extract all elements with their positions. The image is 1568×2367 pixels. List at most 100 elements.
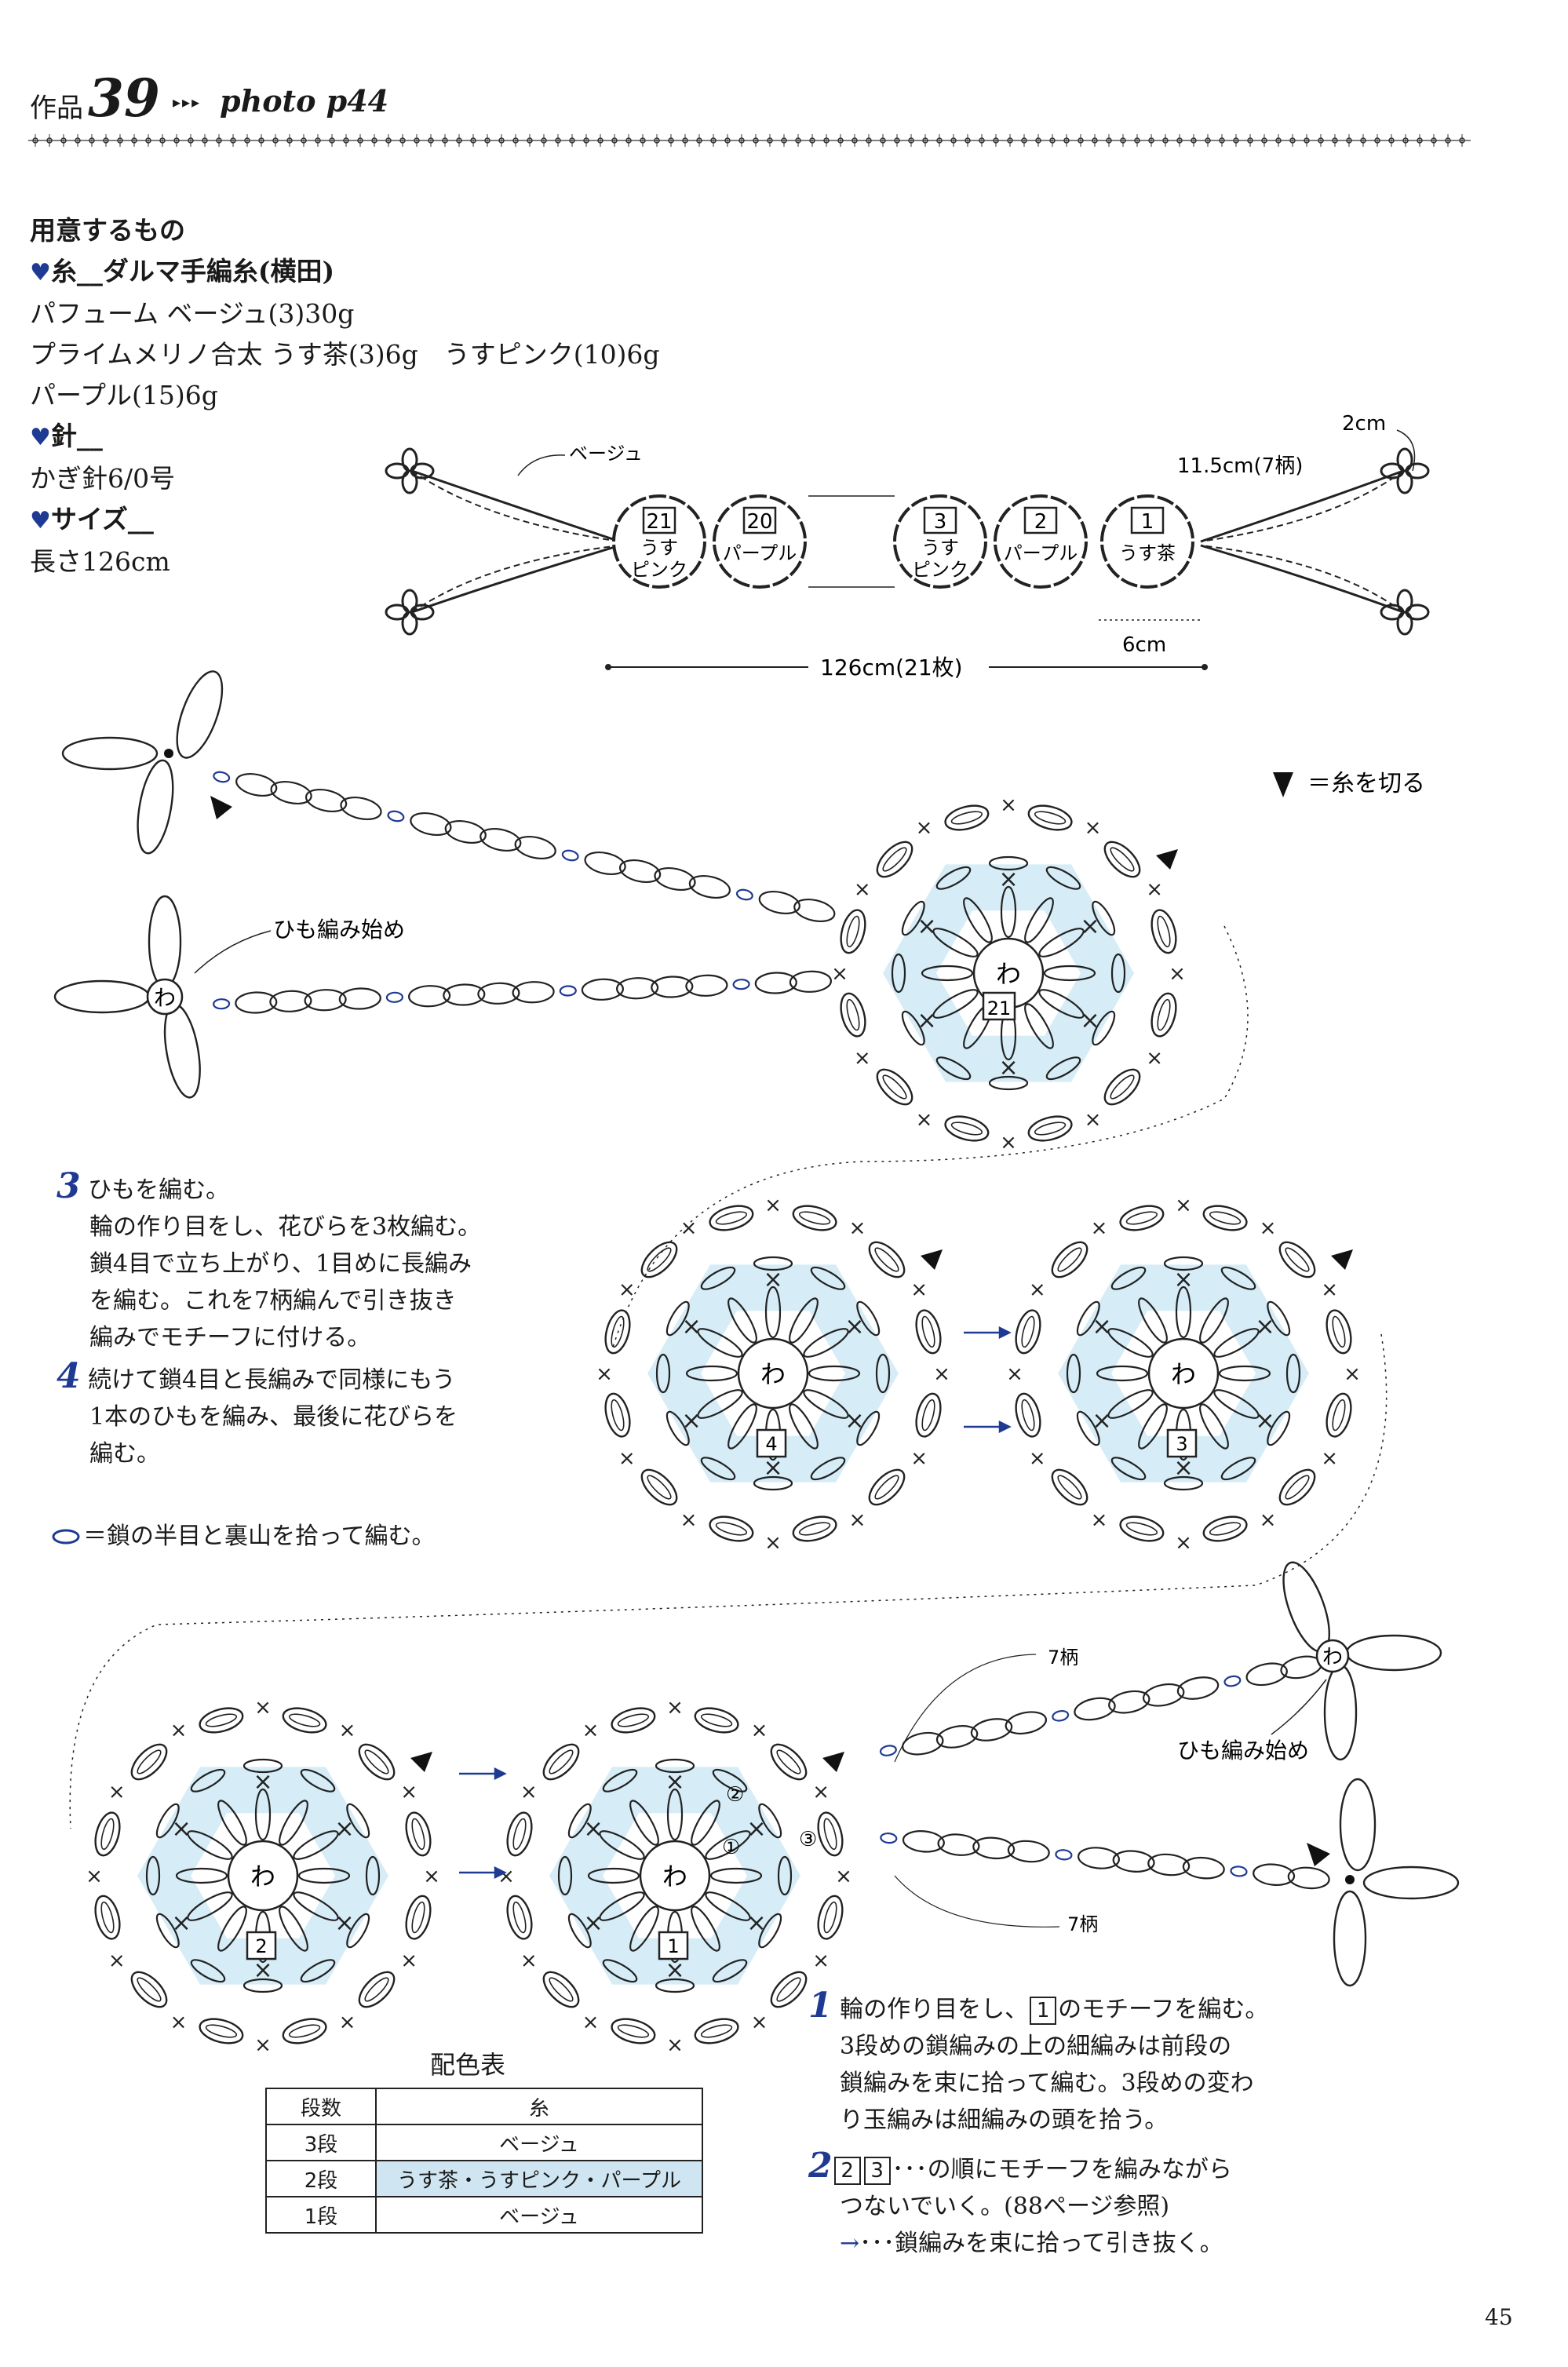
sc-mark: × bbox=[666, 1696, 684, 1720]
sc-mark: × bbox=[498, 1865, 515, 1888]
cluster-mark bbox=[611, 2018, 656, 2044]
cluster-mark bbox=[506, 1895, 533, 1940]
cluster-mark bbox=[411, 1818, 425, 1851]
cluster-mark bbox=[647, 1475, 672, 1500]
table-header: 段数 bbox=[265, 2088, 377, 2125]
sc-mark: × bbox=[86, 1865, 103, 1888]
sc-mark: × bbox=[1260, 1216, 1277, 1240]
table-cell: ベージュ bbox=[375, 2196, 703, 2234]
join-arrows bbox=[459, 1326, 1012, 1880]
cluster-mark bbox=[617, 1713, 650, 1727]
sc-mark: × bbox=[812, 1949, 830, 1973]
sc-mark: × bbox=[1000, 1131, 1017, 1154]
chain-stitch bbox=[340, 796, 382, 821]
sc-mark: × bbox=[682, 1313, 702, 1340]
cluster-mark bbox=[1119, 1515, 1165, 1542]
stitch-mark bbox=[1038, 989, 1085, 1019]
flower-icon bbox=[385, 447, 435, 494]
sc-mark: × bbox=[1255, 1313, 1274, 1340]
chain-stitch bbox=[654, 866, 696, 892]
cluster-mark bbox=[882, 847, 907, 872]
sc-mark: × bbox=[1092, 1407, 1112, 1435]
chain-stitch bbox=[584, 851, 626, 876]
ring-label: わ bbox=[760, 1359, 786, 1389]
table-cell: 2段 bbox=[265, 2160, 377, 2197]
stitch-mark bbox=[279, 1800, 308, 1846]
cluster-mark bbox=[617, 2024, 650, 2038]
cluster-mark bbox=[130, 1743, 168, 1781]
cluster-mark bbox=[709, 1205, 754, 1231]
stitch-mark bbox=[655, 1758, 695, 1774]
motif-number: 1 bbox=[1141, 510, 1154, 534]
ring-label: わ bbox=[996, 959, 1021, 989]
cluster-mark bbox=[1021, 1399, 1035, 1432]
cluster-mark bbox=[876, 841, 913, 878]
flower-icon bbox=[385, 589, 435, 636]
step-3: 3 ひもを編む。 輪の作り目をし、花びらを3枚編む。 鎖4目で立ち上がり、1目め… bbox=[57, 1168, 481, 1356]
needle-line: かぎ針6/0号 bbox=[30, 463, 176, 494]
stitch-mark bbox=[1138, 1403, 1168, 1450]
stitch-mark bbox=[810, 1266, 846, 1290]
cluster-mark bbox=[770, 1743, 808, 1781]
chain-stitch bbox=[235, 772, 278, 797]
overview-motif: 20 パープル bbox=[713, 494, 807, 589]
sc-mark: × bbox=[1080, 1007, 1099, 1034]
cluster-mark bbox=[137, 1977, 162, 2002]
stitch-mark bbox=[155, 1913, 180, 1949]
string-chains bbox=[213, 771, 836, 1014]
yarn-label: 糸__ダルマ手編糸(横田) bbox=[50, 256, 335, 286]
chain-stitch bbox=[304, 989, 347, 1012]
cluster-mark bbox=[411, 1901, 425, 1934]
cluster-mark bbox=[868, 1241, 906, 1278]
chain-stitch bbox=[559, 985, 577, 997]
sc-mark: × bbox=[1006, 1362, 1023, 1386]
sc-mark: × bbox=[108, 1949, 126, 1973]
cluster-mark bbox=[611, 1707, 656, 1734]
chain-stitch bbox=[735, 888, 753, 901]
motif-number: 1 bbox=[667, 1935, 679, 1957]
table-row: 1段ベージュ bbox=[265, 2196, 703, 2234]
stitch-mark bbox=[810, 1457, 846, 1481]
stitch-mark bbox=[1220, 1457, 1256, 1481]
stitch-mark bbox=[712, 1768, 748, 1793]
stitch-mark bbox=[242, 1978, 283, 1993]
cluster-mark bbox=[640, 1241, 678, 1278]
circled-number: ① bbox=[722, 1836, 740, 1859]
sc-mark: × bbox=[849, 1508, 866, 1532]
sc-mark: × bbox=[1321, 1447, 1338, 1471]
cluster-mark bbox=[512, 1818, 527, 1851]
cluster-mark bbox=[1110, 1074, 1135, 1100]
sc-mark: × bbox=[751, 2011, 768, 2034]
stitch-mark bbox=[242, 1758, 283, 1774]
sc-mark: × bbox=[1146, 878, 1163, 902]
chain-stitch bbox=[235, 991, 278, 1014]
cluster-mark bbox=[1332, 1315, 1346, 1348]
cluster-mark bbox=[1209, 1211, 1242, 1225]
flower-chart bbox=[1282, 1561, 1442, 1761]
overview-motif: 3 うす ピンク bbox=[893, 494, 987, 589]
chain-stitch bbox=[338, 987, 381, 1010]
ring-label: わ bbox=[662, 1862, 687, 1891]
sc-mark: × bbox=[812, 1781, 830, 1804]
flower-icon bbox=[1380, 589, 1430, 636]
step-text: 鎖編みを束に拾って編む。3段めの変わ bbox=[840, 2070, 1254, 2097]
page-number: 45 bbox=[1485, 2304, 1513, 2330]
sc-mark: × bbox=[916, 1108, 933, 1132]
stitch-mark bbox=[1213, 1328, 1260, 1358]
sc-mark: × bbox=[520, 1781, 538, 1804]
sc-mark: × bbox=[1092, 1313, 1112, 1340]
cluster-mark bbox=[288, 1713, 321, 1727]
cluster-mark bbox=[364, 1977, 389, 2002]
stitch-mark bbox=[921, 965, 974, 982]
sc-mark: × bbox=[582, 2011, 600, 2034]
stitch-mark bbox=[217, 1906, 247, 1952]
stitch-mark bbox=[1267, 1410, 1291, 1446]
sc-mark: × bbox=[1146, 1047, 1163, 1070]
sc-mark: × bbox=[400, 1949, 418, 1973]
stitch-mark bbox=[1138, 1297, 1168, 1344]
cluster-mark bbox=[915, 1392, 942, 1438]
stitch-mark bbox=[1092, 1010, 1116, 1046]
sc-mark: × bbox=[423, 1865, 440, 1888]
stitch-mark bbox=[587, 1867, 640, 1884]
